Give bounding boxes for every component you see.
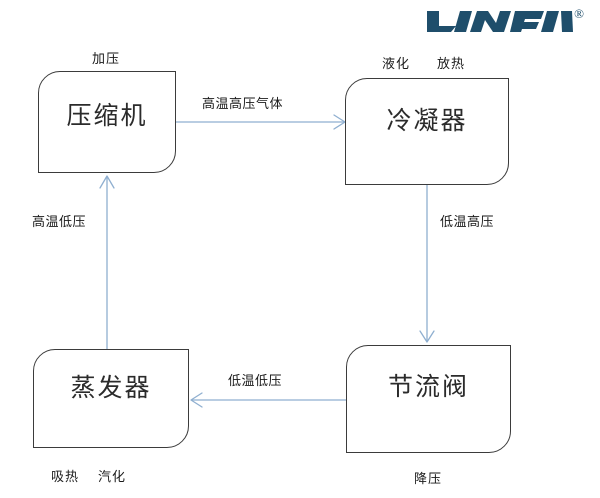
caption-throttle-valve-below: 降压	[414, 471, 443, 486]
arrow-throttle-to-evaporator	[190, 392, 346, 408]
node-throttle-valve[interactable]: 节流阀	[346, 345, 511, 453]
caption-evaporator-vaporize: 汽化	[98, 469, 127, 484]
node-compressor-label: 压缩机	[66, 103, 148, 130]
node-condenser[interactable]: 冷凝器	[345, 78, 509, 185]
logo-wordmark-icon	[427, 11, 574, 32]
arrow-condenser-to-throttle	[419, 185, 435, 343]
edge-label-condenser-to-throttle: 低温高压	[440, 214, 495, 229]
node-condenser-label: 冷凝器	[386, 108, 468, 135]
logo-registered-mark: ®	[574, 6, 584, 21]
linpin-logo: ®	[425, 6, 584, 36]
edge-label-throttle-to-evaporator: 低温低压	[228, 373, 283, 388]
node-evaporator-label: 蒸发器	[70, 375, 152, 402]
caption-condenser-liquefy: 液化	[382, 56, 411, 71]
caption-condenser-release-heat: 放热	[437, 56, 466, 71]
node-evaporator[interactable]: 蒸发器	[33, 349, 189, 448]
arrow-compressor-to-condenser	[176, 114, 346, 130]
edge-label-evaporator-to-compressor: 高温低压	[32, 214, 87, 229]
edge-label-compressor-to-condenser: 高温高压气体	[202, 96, 284, 111]
arrow-evaporator-to-compressor	[99, 175, 115, 349]
node-compressor[interactable]: 压缩机	[38, 71, 176, 173]
caption-evaporator-absorb-heat: 吸热	[51, 469, 80, 484]
node-throttle-valve-label: 节流阀	[387, 374, 469, 401]
caption-compressor-above: 加压	[92, 51, 121, 66]
